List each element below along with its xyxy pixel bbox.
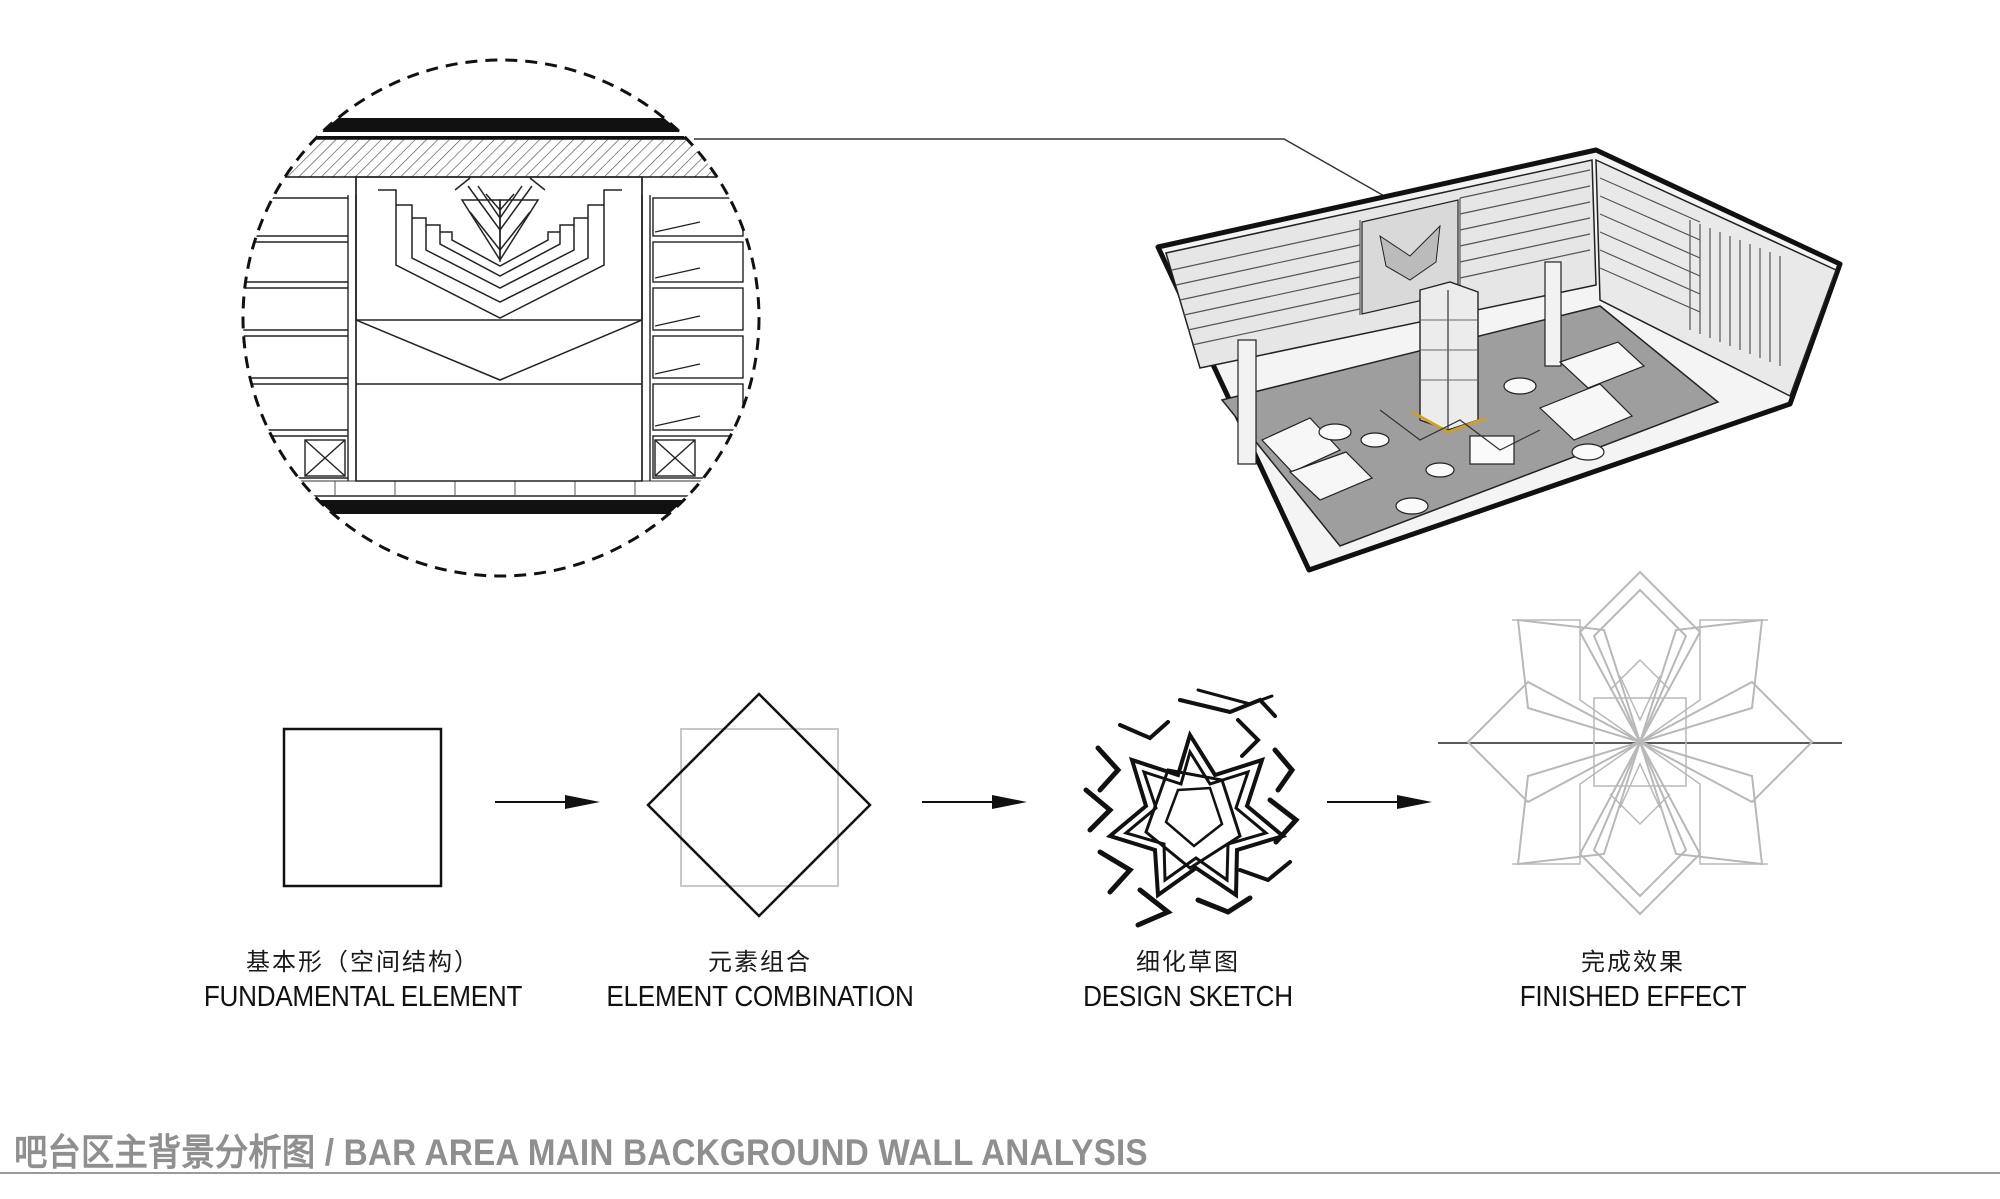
leader-line bbox=[694, 138, 1401, 206]
arrow-3 bbox=[1327, 795, 1432, 809]
step-2-combination-shape bbox=[646, 692, 872, 918]
step-4-label-cn: 完成效果 bbox=[1581, 948, 1685, 976]
step-3-label-cn: 细化草图 bbox=[1136, 948, 1240, 976]
detail-circle-outline bbox=[241, 58, 761, 578]
footer-divider bbox=[0, 1172, 2000, 1174]
step-1-label-cn: 基本形（空间结构） bbox=[246, 948, 480, 976]
step-3-sketch-shape bbox=[1083, 688, 1300, 928]
arrow-2 bbox=[922, 795, 1027, 809]
step-4-finished-shape bbox=[1438, 570, 1842, 916]
figure-caption: 吧台区主背景分析图 / BAR AREA MAIN BACKGROUND WAL… bbox=[14, 1132, 1148, 1173]
step-1-label-en: FUNDAMENTAL ELEMENT bbox=[203, 981, 523, 1013]
detail-magnifier bbox=[241, 58, 761, 578]
arrow-1 bbox=[495, 795, 600, 809]
step-2-label-en: ELEMENT COMBINATION bbox=[606, 981, 914, 1013]
step-4-label-en: FINISHED EFFECT bbox=[1519, 981, 1747, 1013]
step-3-label-en: DESIGN SKETCH bbox=[1083, 981, 1293, 1013]
step-1-square-shape bbox=[282, 727, 443, 888]
step-2-label-cn: 元素组合 bbox=[708, 948, 812, 976]
bar-axonometric-model bbox=[1155, 147, 1843, 573]
